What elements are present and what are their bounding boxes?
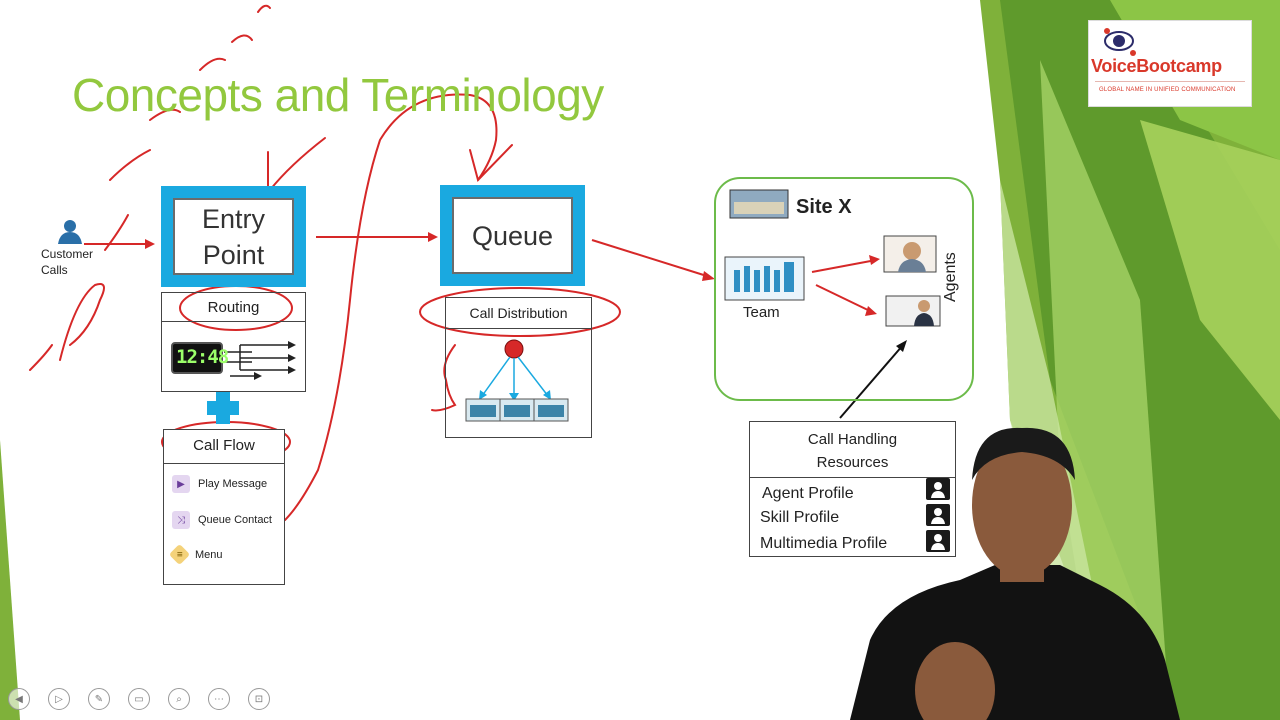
call-flow-box: Call Flow ▶ Play Message ⤨ Queue Contact… bbox=[163, 429, 285, 585]
call-flow-item-play-message: ▶ Play Message bbox=[172, 475, 267, 493]
zoom-button[interactable]: ⌕ bbox=[168, 688, 190, 710]
call-distribution-box: Call Distribution bbox=[445, 297, 592, 438]
multimedia-profile-person-icon bbox=[926, 530, 950, 552]
customer-label-line1: Customer bbox=[41, 247, 94, 261]
call-flow-item-label: Play Message bbox=[198, 478, 268, 490]
slide-title: Concepts and Terminology bbox=[72, 69, 604, 121]
routing-box: Routing bbox=[161, 292, 306, 392]
routing-clock: 12:48 bbox=[176, 346, 229, 368]
call-flow-item-queue-contact: ⤨ Queue Contact bbox=[172, 511, 272, 529]
shuffle-icon: ⤨ bbox=[172, 511, 190, 529]
entry-point-box: Entry Point bbox=[161, 186, 306, 287]
agents-label: Agents bbox=[942, 252, 959, 302]
multimedia-profile-label: Multimedia Profile bbox=[760, 535, 888, 552]
customer-calls-label: Customer Calls bbox=[41, 246, 93, 278]
call-flow-item-menu: ≡ Menu bbox=[168, 543, 223, 566]
globe-icon bbox=[1104, 28, 1136, 56]
queue-box: Queue bbox=[440, 185, 585, 286]
logo-divider bbox=[1095, 81, 1245, 82]
slides-overview-button[interactable]: ▭ bbox=[128, 688, 150, 710]
site-box bbox=[714, 177, 974, 401]
entry-point-line1: Entry bbox=[201, 203, 266, 234]
logo-tagline: GLOBAL NAME IN UNIFIED COMMUNICATION bbox=[1099, 87, 1236, 93]
voicebootcamp-logo: VoiceBootcamp GLOBAL NAME IN UNIFIED COM… bbox=[1088, 20, 1252, 107]
display-settings-button[interactable]: ⊡ bbox=[248, 688, 270, 710]
call-handling-title-line2: Resources bbox=[816, 453, 889, 471]
skill-profile-label: Skill Profile bbox=[760, 509, 840, 526]
call-flow-title: Call Flow bbox=[164, 430, 284, 464]
site-name: Site X bbox=[796, 196, 852, 218]
logo-name-bootcamp: Bootcamp bbox=[1136, 56, 1222, 76]
logo-name-voice: Voice bbox=[1091, 56, 1137, 76]
menu-icon: ≡ bbox=[168, 543, 191, 566]
entry-point-line2: Point bbox=[202, 239, 265, 270]
logo-name: VoiceBootcamp bbox=[1091, 56, 1222, 77]
customer-label-line2: Calls bbox=[41, 263, 68, 277]
queue-inner: Queue bbox=[452, 197, 573, 274]
agent-profile-person-icon bbox=[926, 478, 950, 500]
previous-slide-button[interactable]: ◀ bbox=[8, 688, 30, 710]
play-icon: ▶ bbox=[172, 475, 190, 493]
team-label: Team bbox=[743, 304, 780, 321]
call-distribution-title: Call Distribution bbox=[446, 298, 591, 329]
call-handling-title: Call Handling Resources bbox=[750, 422, 955, 478]
pen-tool-button[interactable]: ✎ bbox=[88, 688, 110, 710]
routing-title: Routing bbox=[162, 293, 305, 322]
call-flow-item-label: Menu bbox=[195, 548, 223, 561]
more-options-button[interactable]: ⋯ bbox=[208, 688, 230, 710]
entry-point-inner: Entry Point bbox=[173, 198, 294, 275]
call-handling-title-line1: Call Handling bbox=[807, 430, 898, 448]
next-slide-button[interactable]: ▷ bbox=[48, 688, 70, 710]
skill-profile-person-icon bbox=[926, 504, 950, 526]
agent-profile-label: Agent Profile bbox=[762, 485, 854, 502]
call-flow-item-label: Queue Contact bbox=[198, 514, 272, 526]
call-handling-resources-box: Call Handling Resources Agent Profile Sk… bbox=[749, 421, 956, 557]
